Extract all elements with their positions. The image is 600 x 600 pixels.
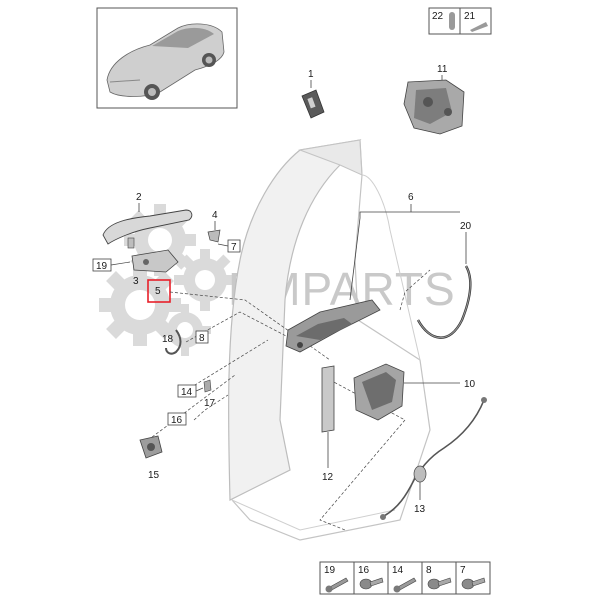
screw-part-17: 17 <box>203 379 216 409</box>
callout-10: 10 <box>464 379 476 390</box>
cable-part-18: 18 8 <box>162 329 209 355</box>
callout-15: 15 <box>148 470 160 481</box>
handle-bracket-part: 3 <box>131 249 179 287</box>
fastener-table-frame <box>319 561 491 595</box>
callout-13: 13 <box>414 504 426 515</box>
fastener-label: 8 <box>426 565 432 576</box>
bolt-icon <box>427 577 452 590</box>
part-21-label: 21 <box>464 11 476 22</box>
callout-3: 3 <box>133 276 139 287</box>
callout-17: 17 <box>204 398 216 409</box>
fastener-label: 14 <box>392 565 404 576</box>
fastener-table: 19 16 14 8 7 <box>319 561 491 595</box>
inner-handle-part-6: 6 <box>285 192 460 353</box>
outer-handle-part: 2 <box>102 192 193 249</box>
ref-8-label: 8 <box>199 333 205 344</box>
striker-part-15: 15 <box>139 435 163 481</box>
screw-icon <box>325 577 349 593</box>
cable-part-13: 13 <box>380 397 487 520</box>
ref-box-14: 14 <box>177 384 204 398</box>
callout-1: 1 <box>308 69 314 80</box>
bolt-icon <box>359 577 384 590</box>
callout-11: 11 <box>437 64 448 75</box>
ref-7-label: 7 <box>231 242 237 253</box>
highlighted-part-5: 5 <box>147 279 171 303</box>
lock-actuator-part-10: 10 <box>353 363 476 421</box>
bolt-icon <box>461 577 486 590</box>
fastener-label: 16 <box>358 565 370 576</box>
trim-strip-part-12: 12 <box>321 365 335 483</box>
callout-6: 6 <box>408 192 414 203</box>
ref-box-16: 16 <box>167 412 187 426</box>
part-22-label: 22 <box>432 11 444 22</box>
door-frame <box>227 139 431 541</box>
callout-18: 18 <box>162 334 174 345</box>
ref-box-19: 19 <box>92 258 131 272</box>
ref-16-label: 16 <box>171 415 183 426</box>
clip-part-4: 4 <box>207 210 221 243</box>
lock-module-part: 11 <box>403 64 465 135</box>
vehicle-overview <box>96 7 238 109</box>
small-parts-box: 22 21 <box>428 7 492 35</box>
callout-12: 12 <box>322 472 334 483</box>
fastener-label: 7 <box>460 565 466 576</box>
ref-19-label: 19 <box>96 261 108 272</box>
key-part: 1 <box>301 69 325 119</box>
ref-14-label: 14 <box>181 387 193 398</box>
callout-4: 4 <box>212 210 218 221</box>
fastener-label: 19 <box>324 565 336 576</box>
callout-20: 20 <box>460 221 472 232</box>
wedge-tool-icon <box>470 22 488 32</box>
callout-2: 2 <box>136 192 142 203</box>
callout-5: 5 <box>155 286 161 297</box>
ref-box-7: 7 <box>217 239 241 253</box>
screw-icon <box>393 577 417 593</box>
seal-part-20: 20 <box>416 221 472 339</box>
grease-tube-icon <box>449 12 455 30</box>
